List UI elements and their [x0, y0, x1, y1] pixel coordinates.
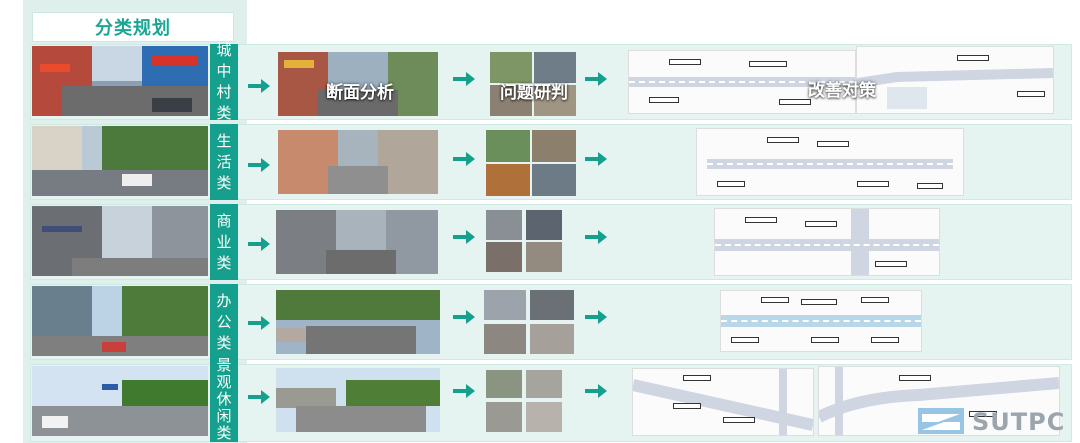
page-title: 分类规划 — [32, 12, 234, 42]
street-photo — [32, 46, 208, 116]
arrow-right-icon — [248, 237, 270, 251]
label-char: 中 — [216, 62, 232, 80]
label-char: 类 — [216, 173, 232, 192]
label-char: 闲 — [216, 406, 232, 425]
problem-photo-grid — [486, 130, 576, 196]
cross-section-photo — [276, 290, 440, 354]
improvement-plan-drawing — [720, 290, 922, 352]
label-char: 类 — [216, 253, 232, 272]
overlay-improvement-measures: 改善对策 — [808, 81, 876, 101]
label-char: 观 — [216, 372, 232, 391]
problem-photo-grid — [486, 210, 562, 272]
street-photo — [32, 366, 208, 436]
arrow-right-icon — [453, 384, 475, 398]
label-char: 活 — [216, 152, 232, 171]
improvement-plan-drawing — [628, 50, 856, 114]
label-char: 业 — [216, 232, 232, 251]
cross-section-photo — [276, 210, 438, 274]
arrow-right-icon — [453, 72, 475, 86]
company-logo-text: SUTPC — [972, 408, 1066, 436]
improvement-plan-drawing — [696, 128, 964, 196]
arrow-right-icon — [248, 158, 270, 172]
category-label-residential: 生 活 类 — [210, 124, 238, 200]
problem-photo-grid — [486, 370, 562, 432]
label-char: 景 — [216, 355, 232, 374]
overlay-cross-section-analysis: 断面分析 — [326, 83, 394, 103]
improvement-plan-drawing — [856, 46, 1054, 114]
label-char: 生 — [216, 131, 232, 150]
improvement-plan-drawing — [714, 208, 940, 276]
label-char: 办 — [216, 291, 232, 310]
street-photo — [32, 206, 208, 276]
arrow-right-icon — [585, 152, 607, 166]
arrow-right-icon — [585, 384, 607, 398]
arrow-right-icon — [453, 152, 475, 166]
arrow-right-icon — [585, 310, 607, 324]
street-photo — [32, 286, 208, 356]
category-label-office: 办 公 类 — [210, 284, 238, 360]
label-char: 类 — [216, 104, 232, 122]
label-char: 休 — [216, 389, 232, 408]
label-char: 村 — [216, 83, 232, 101]
category-label-urban-village: 城 中 村 类 — [210, 41, 238, 122]
improvement-plan-drawing — [632, 368, 814, 436]
label-char: 类 — [216, 333, 232, 352]
cross-section-photo — [276, 368, 440, 432]
arrow-right-icon — [585, 230, 607, 244]
arrow-right-icon — [248, 79, 270, 93]
category-label-commercial: 商 业 类 — [210, 204, 238, 280]
cross-section-photo — [278, 130, 438, 194]
problem-photo-grid — [484, 290, 574, 354]
arrow-right-icon — [585, 72, 607, 86]
label-char: 类 — [216, 423, 232, 442]
arrow-right-icon — [453, 310, 475, 324]
label-char: 公 — [216, 312, 232, 331]
label-char: 商 — [216, 211, 232, 230]
label-char: 城 — [216, 41, 232, 59]
problem-photo-grid — [490, 52, 576, 116]
arrow-right-icon — [248, 390, 270, 404]
street-photo — [32, 126, 208, 196]
overlay-problem-diagnosis: 问题研判 — [500, 83, 568, 103]
category-label-landscape-leisure: 景 观 休 闲 类 — [210, 356, 238, 442]
cross-section-photo — [278, 52, 438, 116]
sutpc-logo-icon — [918, 408, 964, 434]
arrow-right-icon — [453, 230, 475, 244]
arrow-right-icon — [248, 316, 270, 330]
